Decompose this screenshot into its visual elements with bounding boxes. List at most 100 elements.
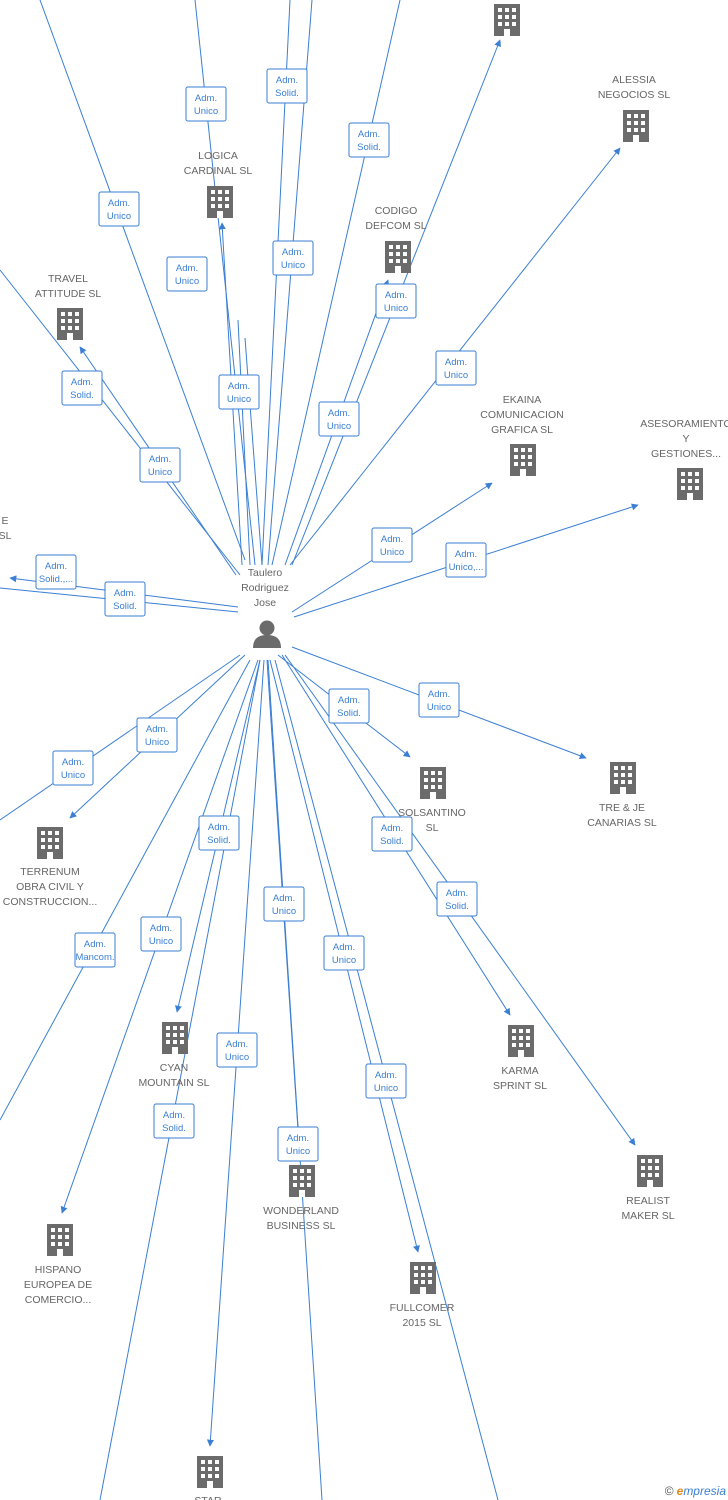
company-name-line: E — [1, 515, 8, 527]
company-name-line: SL — [426, 822, 439, 834]
relation-label[interactable]: Adm.Unico — [136, 717, 178, 753]
relation-label-text: Unico — [427, 702, 451, 713]
relation-label-text: Adm. — [381, 534, 403, 545]
relation-label[interactable]: Adm.Solid.,... — [35, 554, 77, 590]
company-name-line: COMUNICACION — [480, 409, 563, 421]
relation-label[interactable]: Adm.Unico — [140, 916, 182, 952]
company-node-solsantino[interactable]: SOLSANTINO SL — [398, 767, 466, 834]
company-name-line: KARMA — [501, 1065, 538, 1077]
relation-label-box — [323, 935, 365, 971]
relation-label[interactable]: Adm.Unico — [52, 750, 94, 786]
relation-label[interactable]: Adm.Unico — [263, 886, 305, 922]
relation-edge — [0, 269, 241, 576]
relation-label[interactable]: Adm.Unico — [365, 1063, 407, 1099]
company-node-star[interactable]: STAR — [194, 1456, 223, 1500]
relation-label[interactable]: Adm.Solid. — [371, 816, 413, 852]
company-name-line: FULLCOMER — [390, 1302, 455, 1314]
relation-label[interactable]: Adm.Solid. — [61, 370, 103, 406]
relation-label[interactable]: Adm.Solid. — [104, 581, 146, 617]
relation-label-box — [104, 581, 146, 617]
relation-label-text: Adm. — [287, 1133, 309, 1144]
relation-label-text: Unico — [227, 394, 251, 405]
empresia-logo: ©empresia — [665, 1484, 726, 1498]
company-node-top-partial[interactable] — [494, 4, 520, 36]
relation-label-text: Unico — [149, 936, 173, 947]
relation-label[interactable]: Adm.Unico — [375, 283, 417, 319]
relation-label[interactable]: Adm.Solid. — [266, 68, 308, 104]
relation-label[interactable]: Adm.Unico — [277, 1126, 319, 1162]
relation-label-box — [139, 447, 181, 483]
relation-label[interactable]: Adm.Solid. — [328, 688, 370, 724]
building-icon — [47, 1224, 73, 1256]
building-icon — [623, 110, 649, 142]
relation-label[interactable]: Adm.Solid. — [153, 1103, 195, 1139]
relation-label[interactable]: Adm.Unico — [418, 682, 460, 718]
relation-label[interactable]: Adm.Unico — [98, 191, 140, 227]
relation-label[interactable]: Adm.Unico — [272, 240, 314, 276]
building-icon — [637, 1155, 663, 1187]
relation-label-box — [198, 815, 240, 851]
relation-label-text: Unico — [281, 260, 305, 271]
relation-label-text: Adm. — [381, 823, 403, 834]
relation-label-text: Unico — [107, 211, 131, 222]
building-icon — [289, 1165, 315, 1197]
relation-label-text: Solid. — [275, 88, 299, 99]
company-name-line: CANARIAS SL — [587, 817, 657, 829]
company-name-line: CONSTRUCCION... — [3, 896, 98, 908]
relation-label-text: Solid. — [162, 1123, 186, 1134]
relation-label[interactable]: Adm.Solid. — [436, 881, 478, 917]
relation-label[interactable]: Adm.Solid. — [348, 122, 390, 158]
relation-label[interactable]: Adm.Unico — [435, 350, 477, 386]
relation-label-text: Solid. — [70, 390, 94, 401]
company-name-line: SOLSANTINO — [398, 807, 466, 819]
copyright-symbol: © — [664, 1484, 674, 1498]
relation-label[interactable]: Adm.Unico,... — [445, 542, 487, 578]
relation-label-box — [218, 374, 260, 410]
center-name-line-2: Rodriguez — [241, 582, 289, 594]
relation-label[interactable]: Adm.Solid. — [198, 815, 240, 851]
relation-edge — [99, 659, 261, 1500]
relation-label-text: Unico — [380, 547, 404, 558]
relation-label-text: Unico — [384, 303, 408, 314]
relation-label[interactable]: Adm.Unico — [166, 256, 208, 292]
relation-label[interactable]: Adm.Unico — [218, 374, 260, 410]
center-person-node[interactable]: Taulero Rodriguez Jose — [241, 567, 289, 648]
relation-edge — [0, 654, 241, 821]
company-name-line: HISPANO — [35, 1264, 81, 1276]
company-name-line: LOGICA — [198, 150, 238, 162]
relation-label-box — [263, 886, 305, 922]
company-node-left-partial[interactable]: ESL — [0, 515, 12, 576]
relation-label[interactable]: Adm.Unico — [185, 86, 227, 122]
relation-label[interactable]: Adm.Unico — [323, 935, 365, 971]
company-node-asesoramiento[interactable]: ASESORAMIENTOYGESTIONES... — [640, 418, 728, 500]
relation-label[interactable]: Adm.Unico — [318, 401, 360, 437]
company-name-line: NEGOCIOS SL — [598, 89, 671, 101]
relation-label[interactable]: Adm.Unico — [139, 447, 181, 483]
center-name-line-1: Taulero — [248, 567, 283, 579]
company-name-line: STAR — [194, 1495, 222, 1500]
relation-label-text: Adm. — [208, 822, 230, 833]
company-name-line: TERRENUM — [20, 866, 80, 878]
relation-label[interactable]: Adm.Mancom. — [74, 932, 116, 968]
relation-label[interactable]: Adm.Unico — [216, 1032, 258, 1068]
brand-name: mpresia — [683, 1484, 726, 1498]
company-name-line: EKAINA — [503, 394, 542, 406]
relation-label-box — [365, 1063, 407, 1099]
relation-label[interactable]: Adm. Unico — [371, 527, 413, 563]
relation-label-text: Solid. — [337, 708, 361, 719]
building-icon — [385, 241, 411, 273]
